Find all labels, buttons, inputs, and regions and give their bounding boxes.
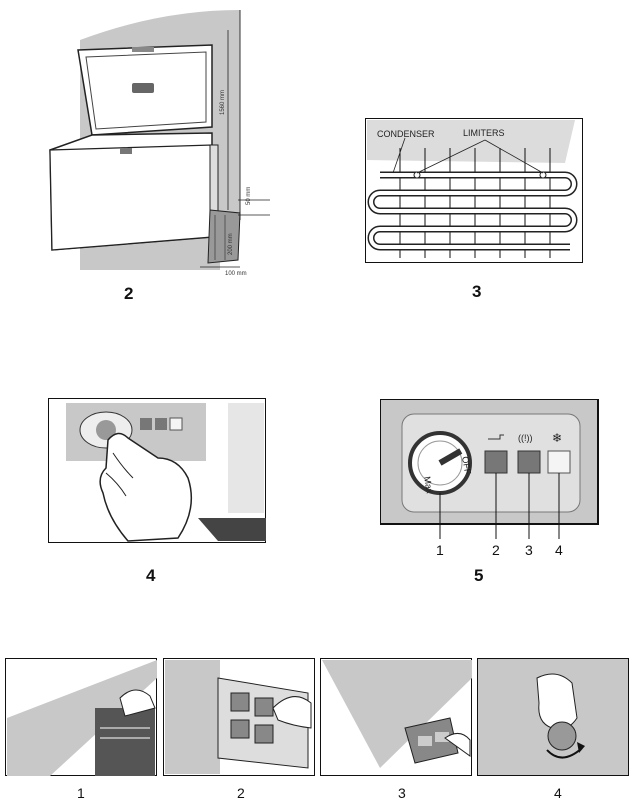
- figure-4-adjust-knob: [48, 398, 266, 543]
- figure-4-number: 4: [146, 566, 156, 585]
- figure-5-control-panel: Max OFF ((!)) ❄ 1 2 3 4: [380, 399, 599, 558]
- figure-3-condenser: CONDENSER LIMITERS: [365, 118, 583, 263]
- hand-illustration: [99, 432, 193, 542]
- callout-1: 1: [436, 542, 444, 558]
- dim-side-label: 200 mm: [228, 233, 234, 255]
- bottom-panel-3: [320, 658, 472, 776]
- figure-2-number: 2: [124, 284, 134, 303]
- callout-2: 2: [492, 542, 500, 558]
- limiters-label: LIMITERS: [463, 128, 505, 138]
- dim-bottom-label: 100 mm: [225, 271, 247, 277]
- callout-3: 3: [525, 542, 533, 558]
- figure-3-number: 3: [472, 282, 482, 301]
- power-indicator: [484, 450, 508, 474]
- rear-vent: [207, 209, 241, 264]
- figure-5-number: 5: [474, 566, 484, 585]
- callout-4: 4: [555, 542, 563, 558]
- bottom-panel-2-number: 2: [237, 785, 245, 801]
- bottom-panel-2: [163, 658, 315, 776]
- power-icon: [488, 434, 504, 440]
- bottom-panel-3-number: 3: [398, 785, 406, 801]
- superfreeze-indicator: [547, 450, 571, 474]
- alarm-icon: ((!)): [518, 433, 533, 443]
- bottom-panel-4: [477, 658, 629, 776]
- alarm-indicator: [517, 450, 541, 474]
- snowflake-icon: ❄: [552, 431, 562, 445]
- condenser-label: CONDENSER: [377, 129, 435, 139]
- dim-top-label: 50 mm: [246, 187, 252, 205]
- dim-height-label: 1560 mm: [220, 90, 226, 115]
- lid-handle: [132, 83, 154, 93]
- bottom-panel-4-number: 4: [554, 785, 562, 801]
- bottom-panel-1: [5, 658, 157, 776]
- knob-max-label: Max: [422, 476, 435, 495]
- knob-off-label: OFF: [460, 456, 473, 476]
- figure-2-freezer-installation: 1560 mm 50 mm 200 mm 100 mm: [49, 10, 270, 277]
- bottom-panel-1-number: 1: [77, 785, 85, 801]
